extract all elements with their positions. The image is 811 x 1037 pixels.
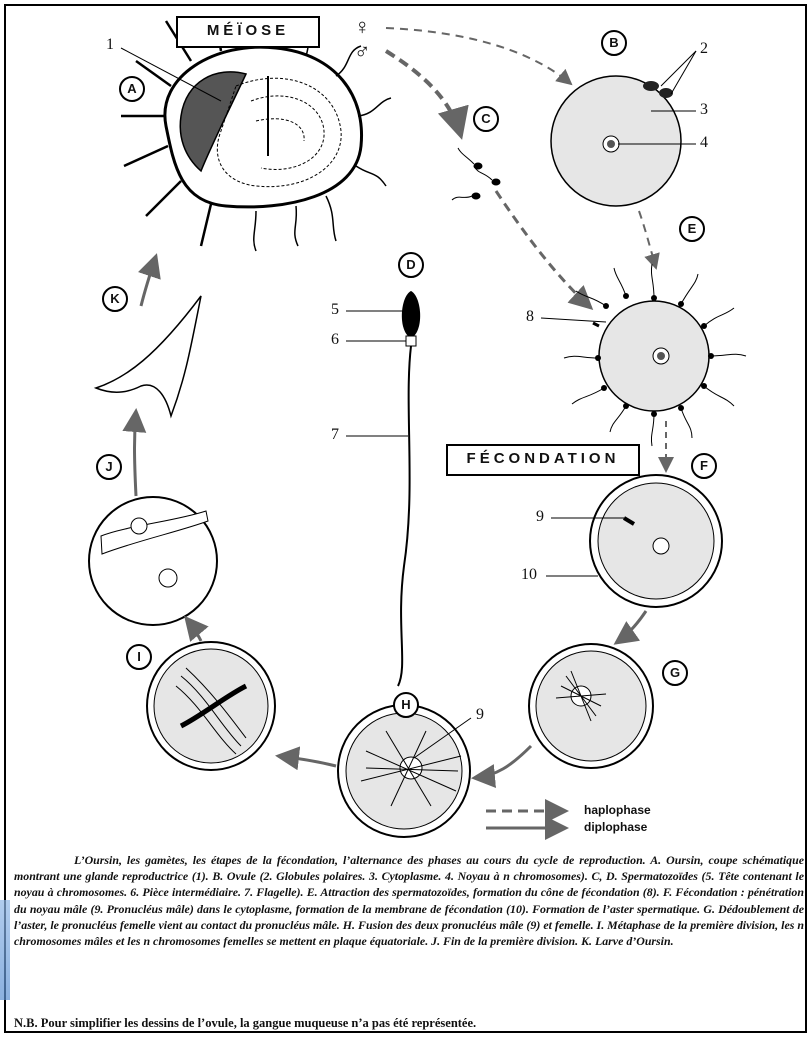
stage-letter-d: D — [398, 252, 424, 278]
stage-letter-b: B — [601, 30, 627, 56]
label-5: 5 — [331, 301, 339, 319]
meiose-title: MÉÏOSE — [176, 16, 320, 48]
arrow-c-to-e — [496, 191, 591, 308]
urchin-section-a — [121, 21, 391, 251]
label-4: 4 — [700, 134, 708, 152]
egg-f — [546, 475, 722, 607]
figure-caption: L’Oursin, les gamètes, les étapes de la … — [14, 852, 804, 949]
female-symbol: ♀ — [354, 14, 371, 40]
egg-h — [338, 705, 471, 837]
stage-letter-a: A — [119, 76, 145, 102]
label-3: 3 — [700, 101, 708, 119]
arrow-i-to-j — [186, 618, 201, 641]
ovule-b — [551, 51, 696, 206]
sperm-d — [346, 291, 420, 686]
label-7: 7 — [331, 426, 339, 444]
egg-j — [89, 497, 217, 625]
label-9-f: 9 — [536, 508, 544, 526]
note-text: N.B. Pour simplifier les dessins de l’ov… — [14, 1016, 804, 1031]
arrow-male-to-c — [386, 51, 461, 136]
arrow-f-to-g — [616, 611, 646, 643]
label-2: 2 — [700, 40, 708, 58]
stage-letter-h: H — [393, 692, 419, 718]
label-10: 10 — [521, 566, 537, 584]
legend-diplophase: diplophase — [584, 820, 647, 834]
arrow-j-to-k — [135, 411, 137, 496]
arrow-b-to-e — [639, 211, 656, 268]
arrow-k-to-a — [141, 256, 156, 306]
stage-letter-e: E — [679, 216, 705, 242]
legend-haplophase: haplophase — [584, 803, 651, 817]
stage-letter-c: C — [473, 106, 499, 132]
label-1: 1 — [106, 36, 114, 54]
arrow-h-to-i — [278, 756, 336, 766]
life-cycle-diagram — [6, 6, 807, 846]
arrow-g-to-h — [474, 746, 531, 778]
egg-g — [529, 644, 653, 768]
egg-i — [147, 642, 275, 770]
arrow-female-to-b — [386, 28, 571, 84]
stage-letter-f: F — [691, 453, 717, 479]
figure-frame: MÉÏOSE FÉCONDATION ♀ ♂ A B C D E F G H I… — [4, 4, 807, 1033]
label-8: 8 — [526, 308, 534, 326]
stage-letter-i: I — [126, 644, 152, 670]
egg-e — [541, 264, 746, 446]
sperm-cells-c — [452, 148, 500, 200]
label-9-h: 9 — [476, 706, 484, 724]
fecondation-title: FÉCONDATION — [446, 444, 640, 476]
stage-letter-k: K — [102, 286, 128, 312]
male-symbol: ♂ — [354, 39, 371, 65]
label-6: 6 — [331, 331, 339, 349]
side-decoration — [0, 900, 10, 1000]
stage-letter-g: G — [662, 660, 688, 686]
stage-letter-j: J — [96, 454, 122, 480]
larva-k — [96, 296, 201, 416]
